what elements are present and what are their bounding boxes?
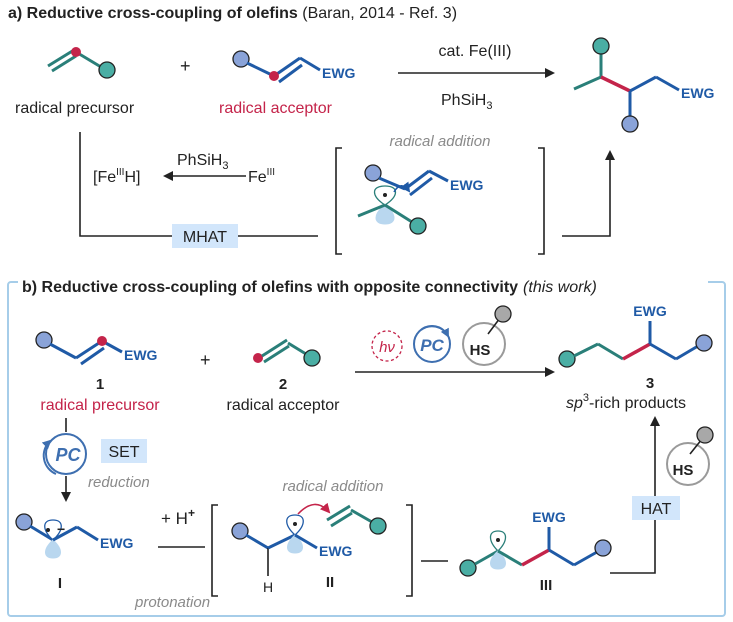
bracket-right-b bbox=[406, 504, 413, 597]
panel-a-citation: (Baran, 2014 - Ref. 3) bbox=[298, 5, 457, 22]
silane-label-a: PhSiH3 bbox=[441, 92, 492, 112]
compound-1: EWG bbox=[35, 331, 158, 366]
compound-3: EWG bbox=[558, 303, 713, 368]
svg-text:HS: HS bbox=[673, 462, 694, 479]
radical-III-ewg-label: EWG bbox=[532, 509, 566, 525]
ts-b-ewg-label: EWG bbox=[319, 543, 353, 559]
mhat-badge bbox=[172, 224, 238, 248]
transition-state-II: H EWG bbox=[231, 502, 387, 595]
roman-III: III bbox=[540, 577, 553, 594]
panel-b-tag: (this work) bbox=[523, 279, 597, 296]
radical-III: EWG bbox=[459, 509, 612, 577]
cmpd3-ewg-label: EWG bbox=[633, 303, 667, 319]
hv-icon: hν bbox=[371, 330, 403, 362]
acceptor-label-a: radical acceptor bbox=[219, 100, 333, 117]
precursor-label-b: radical precursor bbox=[40, 397, 160, 414]
svg-text:PC: PC bbox=[55, 445, 81, 465]
photocatalyst-icon-set: PC bbox=[41, 433, 87, 475]
mhat-line bbox=[79, 132, 318, 237]
bracket-right-a bbox=[538, 147, 545, 255]
ewg-label: EWG bbox=[322, 65, 356, 81]
compound-2-number: 2 bbox=[279, 376, 287, 393]
transition-state-a: EWG bbox=[357, 164, 484, 235]
hat-arrow bbox=[610, 416, 660, 574]
ts-ewg-label: EWG bbox=[450, 177, 484, 193]
plus-sign-b: + bbox=[200, 350, 211, 370]
svg-text:a) Reductive cross-coupling of: a) Reductive cross-coupling of olefins (… bbox=[8, 5, 457, 22]
silane-label-cycle: PhSiH3 bbox=[177, 152, 228, 172]
radical-anion-I: − EWG bbox=[15, 513, 134, 559]
cmpd1-ewg-label: EWG bbox=[124, 347, 158, 363]
acceptor-label-b: radical acceptor bbox=[227, 397, 341, 414]
anion-ewg-label: EWG bbox=[100, 535, 134, 551]
bracket-left-a bbox=[335, 147, 342, 255]
radical-addition-label-a: radical addition bbox=[390, 133, 491, 150]
panel-a-heading: a) Reductive cross-coupling of olefins bbox=[8, 5, 298, 22]
hat-badge bbox=[632, 496, 680, 520]
anion-charge: − bbox=[57, 521, 65, 537]
acceptor-olefin-a: EWG bbox=[232, 50, 356, 84]
radical-addition-label-b: radical addition bbox=[283, 478, 384, 495]
to-product-arrow-a bbox=[562, 150, 615, 237]
fe-hydride-label: [FeIIIH] bbox=[93, 167, 140, 186]
protonation-label: protonation bbox=[134, 594, 210, 611]
thiol-catalyst-icon-hat: HS bbox=[666, 426, 714, 486]
hat-label: HAT bbox=[641, 501, 672, 518]
catalyst-label: cat. Fe(III) bbox=[439, 43, 512, 60]
panel-b: b) Reductive cross-coupling of olefins w… bbox=[7, 276, 726, 617]
svg-text:PC: PC bbox=[420, 336, 444, 355]
proton-label: + H+ bbox=[161, 506, 195, 528]
roman-I: I bbox=[58, 575, 62, 592]
panel-a: a) Reductive cross-coupling of olefins (… bbox=[8, 5, 715, 255]
precursor-olefin-a bbox=[47, 47, 116, 79]
bracket-left-b bbox=[211, 504, 218, 597]
hydrogen-label: H bbox=[263, 579, 273, 595]
svg-text:HS: HS bbox=[470, 342, 491, 359]
plus-sign-a: + bbox=[180, 56, 191, 76]
product-ewg-label: EWG bbox=[681, 85, 715, 101]
compound-2 bbox=[253, 338, 321, 367]
roman-II: II bbox=[326, 574, 334, 591]
fe-label: FeIII bbox=[248, 167, 275, 186]
set-label: SET bbox=[108, 444, 139, 461]
photocatalyst-icon: PC bbox=[413, 325, 451, 363]
svg-text:b) Reductive cross-coupling of: b) Reductive cross-coupling of olefins w… bbox=[22, 279, 597, 296]
set-badge bbox=[101, 439, 147, 463]
precursor-label-a: radical precursor bbox=[15, 100, 135, 117]
products-label: sp3-rich products bbox=[566, 392, 686, 412]
compound-1-number: 1 bbox=[96, 376, 104, 393]
product-a: EWG bbox=[573, 37, 715, 133]
compound-3-number: 3 bbox=[646, 375, 654, 392]
thiol-catalyst-icon: HS bbox=[462, 305, 512, 366]
svg-text:hν: hν bbox=[379, 339, 395, 356]
mhat-label: MHAT bbox=[183, 229, 227, 246]
panel-b-heading: b) Reductive cross-coupling of olefins w… bbox=[22, 279, 518, 296]
reduction-label: reduction bbox=[88, 474, 150, 491]
